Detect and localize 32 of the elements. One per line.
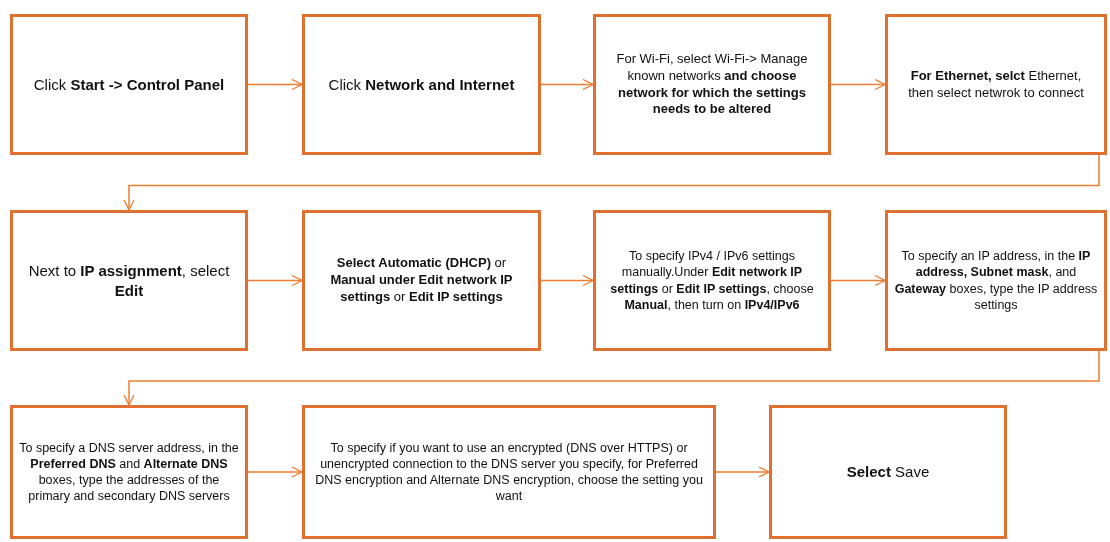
step-text: Next to IP assignment, select Edit: [27, 261, 231, 300]
arrow: [540, 78, 594, 91]
arrow: [247, 78, 303, 91]
arrow: [247, 274, 303, 287]
step-text: To specify IPv4 / IPv6 settings manually.Under Edit network IP settings or Edit IP settings, choose Manual, then turn on IPv4/IPv6: [609, 248, 815, 313]
arrow: [830, 274, 886, 287]
process-box: [593, 210, 831, 351]
arrow: [540, 274, 594, 287]
step-text: For Ethernet, selct Ethernet, then select netwrok to connect: [907, 67, 1085, 102]
process-box: [10, 210, 248, 351]
step-text: To specify if you want to use an encrypted (DNS over HTTPS) or unencrypted connection to the DNS server you specify, for Preferred DNS encryption and Alternate DNS encryption, choose the setting you want: [315, 439, 703, 505]
arrow: [715, 466, 770, 478]
process-box: [885, 14, 1107, 155]
process-box: [593, 14, 831, 155]
process-box: [302, 14, 541, 155]
process-box: [302, 405, 716, 539]
step-text: To specify a DNS server address, in the Preferred DNS and Alternate DNS boxes, type the addresses of the primary and secondary DNS servers: [19, 439, 239, 505]
step-text: Select Automatic (DHCP) or Manual under Edit network IP settings or Edit IP settings: [329, 255, 514, 306]
process-box: [885, 210, 1107, 351]
process-box: [769, 405, 1007, 539]
arrow: [123, 350, 1100, 406]
process-box: [302, 210, 541, 351]
step-text: Select Save: [846, 462, 930, 482]
arrow: [247, 466, 303, 478]
step-text: Click Start -> Control Panel: [33, 74, 225, 95]
step-text: Click Network and Internet: [328, 74, 515, 95]
process-box: [10, 405, 248, 539]
process-box: [10, 14, 248, 155]
step-text: For Wi-Fi, select Wi-Fi-> Manage known networks and choose network for which the settings needs to be altered: [615, 50, 809, 119]
arrow: [830, 78, 886, 91]
step-text: To specify an IP address, in the IP address, Subnet mask, and Gateway boxes, type the IP address settings: [894, 248, 1098, 313]
arrow: [123, 154, 1100, 211]
